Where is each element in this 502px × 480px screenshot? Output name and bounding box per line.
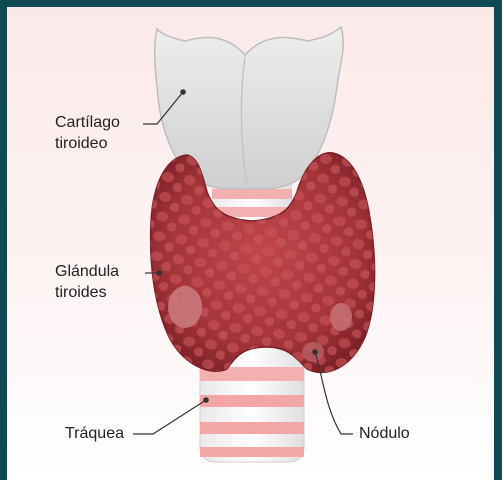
label-cartilage-line2: tiroideo — [55, 133, 120, 154]
label-cartilage-line1: Cartílago — [55, 112, 120, 133]
thyroid-illustration — [7, 7, 494, 480]
nodule-right — [330, 303, 352, 331]
label-gland-line2: tiroides — [55, 282, 119, 303]
label-nodule: Nódulo — [359, 423, 410, 444]
label-gland-line1: Glándula — [55, 261, 119, 282]
illustration-frame: Cartílago tiroideo Glándula tiroides Trá… — [7, 7, 494, 480]
label-gland: Glándula tiroides — [55, 261, 119, 303]
label-trachea: Tráquea — [65, 423, 124, 444]
nodule-left — [168, 286, 202, 328]
label-cartilage: Cartílago tiroideo — [55, 112, 120, 154]
leader-trachea — [133, 400, 206, 434]
